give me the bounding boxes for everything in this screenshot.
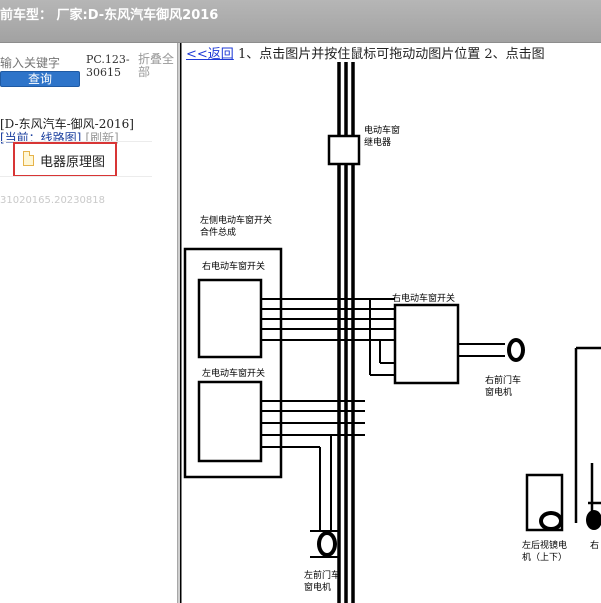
rf-motor-label: 右前门车窗电机 (485, 374, 521, 398)
back-link[interactable]: <<返回 (186, 47, 234, 62)
tree-node-electrical-schematic[interactable]: 电器原理图 (13, 142, 117, 177)
divider-line (0, 176, 152, 177)
splitter[interactable] (177, 43, 180, 603)
tree-root[interactable]: [D-东风汽车-御风-2016] (0, 117, 134, 131)
lf-switch-inner-label: 左电动车窗开关 (202, 367, 265, 379)
relay-label: 电动车窗继电器 (364, 124, 400, 148)
rf-switch-inner-label: 右电动车窗开关 (202, 260, 265, 272)
search-button[interactable]: 查询 (0, 71, 80, 87)
instruction-text: 1、点击图片并按住鼠标可拖动动图片位置 2、点击图 (237, 47, 545, 62)
diagram-panel: 电动车窗继电器 左侧电动车窗开关合件总成 右电动车窗开关 左电动车窗开关 右电动… (180, 43, 601, 603)
search-input[interactable] (0, 53, 80, 73)
version-text: 31020165.20230818 (0, 195, 105, 206)
wiring-diagram[interactable]: 电动车窗继电器 左侧电动车窗开关合件总成 右电动车窗开关 左电动车窗开关 右电动… (180, 43, 601, 603)
lf-motor-label: 左前门车窗电机 (304, 569, 340, 593)
left-assembly-label: 左侧电动车窗开关合件总成 (200, 214, 272, 238)
vehicle-code: PC.123-30615 (86, 53, 130, 79)
title-bar: 前车型： 厂家:D-东风汽车御风2016 (0, 0, 601, 43)
right-partial-label: 右 (590, 539, 599, 551)
rf-switch-label: 右电动车窗开关 (392, 292, 455, 304)
sidebar: 查询 PC.123-30615 折叠全部 [D-东风汽车-御风-2016] [当… (0, 43, 177, 603)
collapse-all-link[interactable]: 折叠全部 (138, 52, 175, 79)
window-title: 前车型： 厂家:D-东风汽车御风2016 (0, 8, 219, 23)
document-icon (23, 151, 34, 166)
tree-node-label: 电器原理图 (40, 155, 106, 170)
divider-line (0, 141, 152, 142)
instruction-bar: <<返回 1、点击图片并按住鼠标可拖动动图片位置 2、点击图 (186, 43, 545, 62)
mirror-motor-label: 左后视镜电机（上下） (522, 539, 567, 563)
